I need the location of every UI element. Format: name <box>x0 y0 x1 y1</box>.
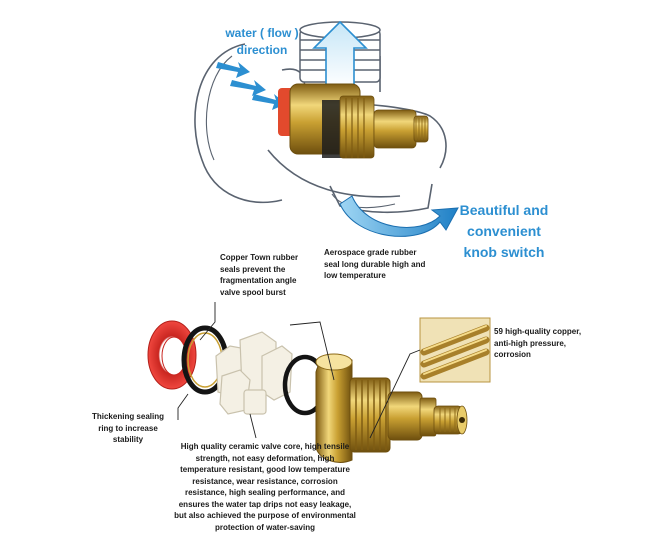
ceramic-core-label: High quality ceramic valve core, high te… <box>160 441 370 533</box>
copper-rods-inset <box>419 317 491 383</box>
copper-rubber-label: Copper Town rubber seals prevent the fra… <box>220 252 340 298</box>
thickening-line: ring to increase <box>98 423 158 433</box>
aerospace-label: Aerospace grade rubber seal long durable… <box>324 247 454 282</box>
direction-text: direction <box>236 43 288 57</box>
copper-rubber-line: valve spool burst <box>220 287 286 297</box>
ceramic-line: protection of water-saving <box>214 522 315 532</box>
knob-line-2: convenient <box>467 223 541 239</box>
thickening-line: stability <box>112 435 144 444</box>
knob-line-1: Beautiful and <box>459 202 549 218</box>
ceramic-valve-core <box>215 331 293 415</box>
aerospace-line: Aerospace grade rubber <box>324 248 417 257</box>
up-flow-arrow-icon <box>312 20 368 89</box>
copper-rubber-line: fragmentation angle <box>220 276 297 285</box>
ceramic-line: strength, not easy deformation, high <box>195 453 335 463</box>
ceramic-line: resistance, high sealing performance, an… <box>184 488 346 497</box>
ceramic-line: temperature resistant, good low temperat… <box>180 465 350 474</box>
ceramic-line: High quality ceramic valve core, high te… <box>180 442 350 451</box>
ceramic-line: but also achieved the purpose of environ… <box>174 511 356 520</box>
valve-cartridge-upper <box>278 83 429 159</box>
copper59-line: anti-high pressure, <box>494 338 567 348</box>
knob-switch-label: Beautiful and convenient knob switch <box>448 200 560 263</box>
copper-rubber-line: seals prevent the <box>220 264 286 274</box>
water-flow-text: water ( flow ) <box>225 26 299 40</box>
ceramic-line: resistance, wear resistance, corrosion <box>192 476 338 486</box>
thickening-line: Thickening sealing <box>91 412 164 421</box>
copper59-line: 59 high-quality copper, <box>494 327 582 336</box>
copper-rubber-line: Copper Town rubber <box>220 253 299 262</box>
aerospace-line: seal long durable high and <box>324 259 426 269</box>
knob-rotation-arrow-icon <box>339 195 459 237</box>
knob-line-3: knob switch <box>463 244 545 260</box>
aerospace-line: low temperature <box>324 271 386 280</box>
flow-arrows-icon <box>216 62 286 110</box>
ceramic-line: ensures the water tap drips not easy lea… <box>178 499 352 509</box>
copper59-line: corrosion <box>494 350 531 359</box>
brass-valve-body <box>315 353 468 463</box>
callout-lines <box>177 302 421 439</box>
thickening-label: Thickening sealing ring to increase stab… <box>80 411 176 446</box>
water-flow-label: water ( flow ) direction <box>212 25 312 59</box>
copper59-label: 59 high-quality copper, anti-high pressu… <box>494 326 614 361</box>
